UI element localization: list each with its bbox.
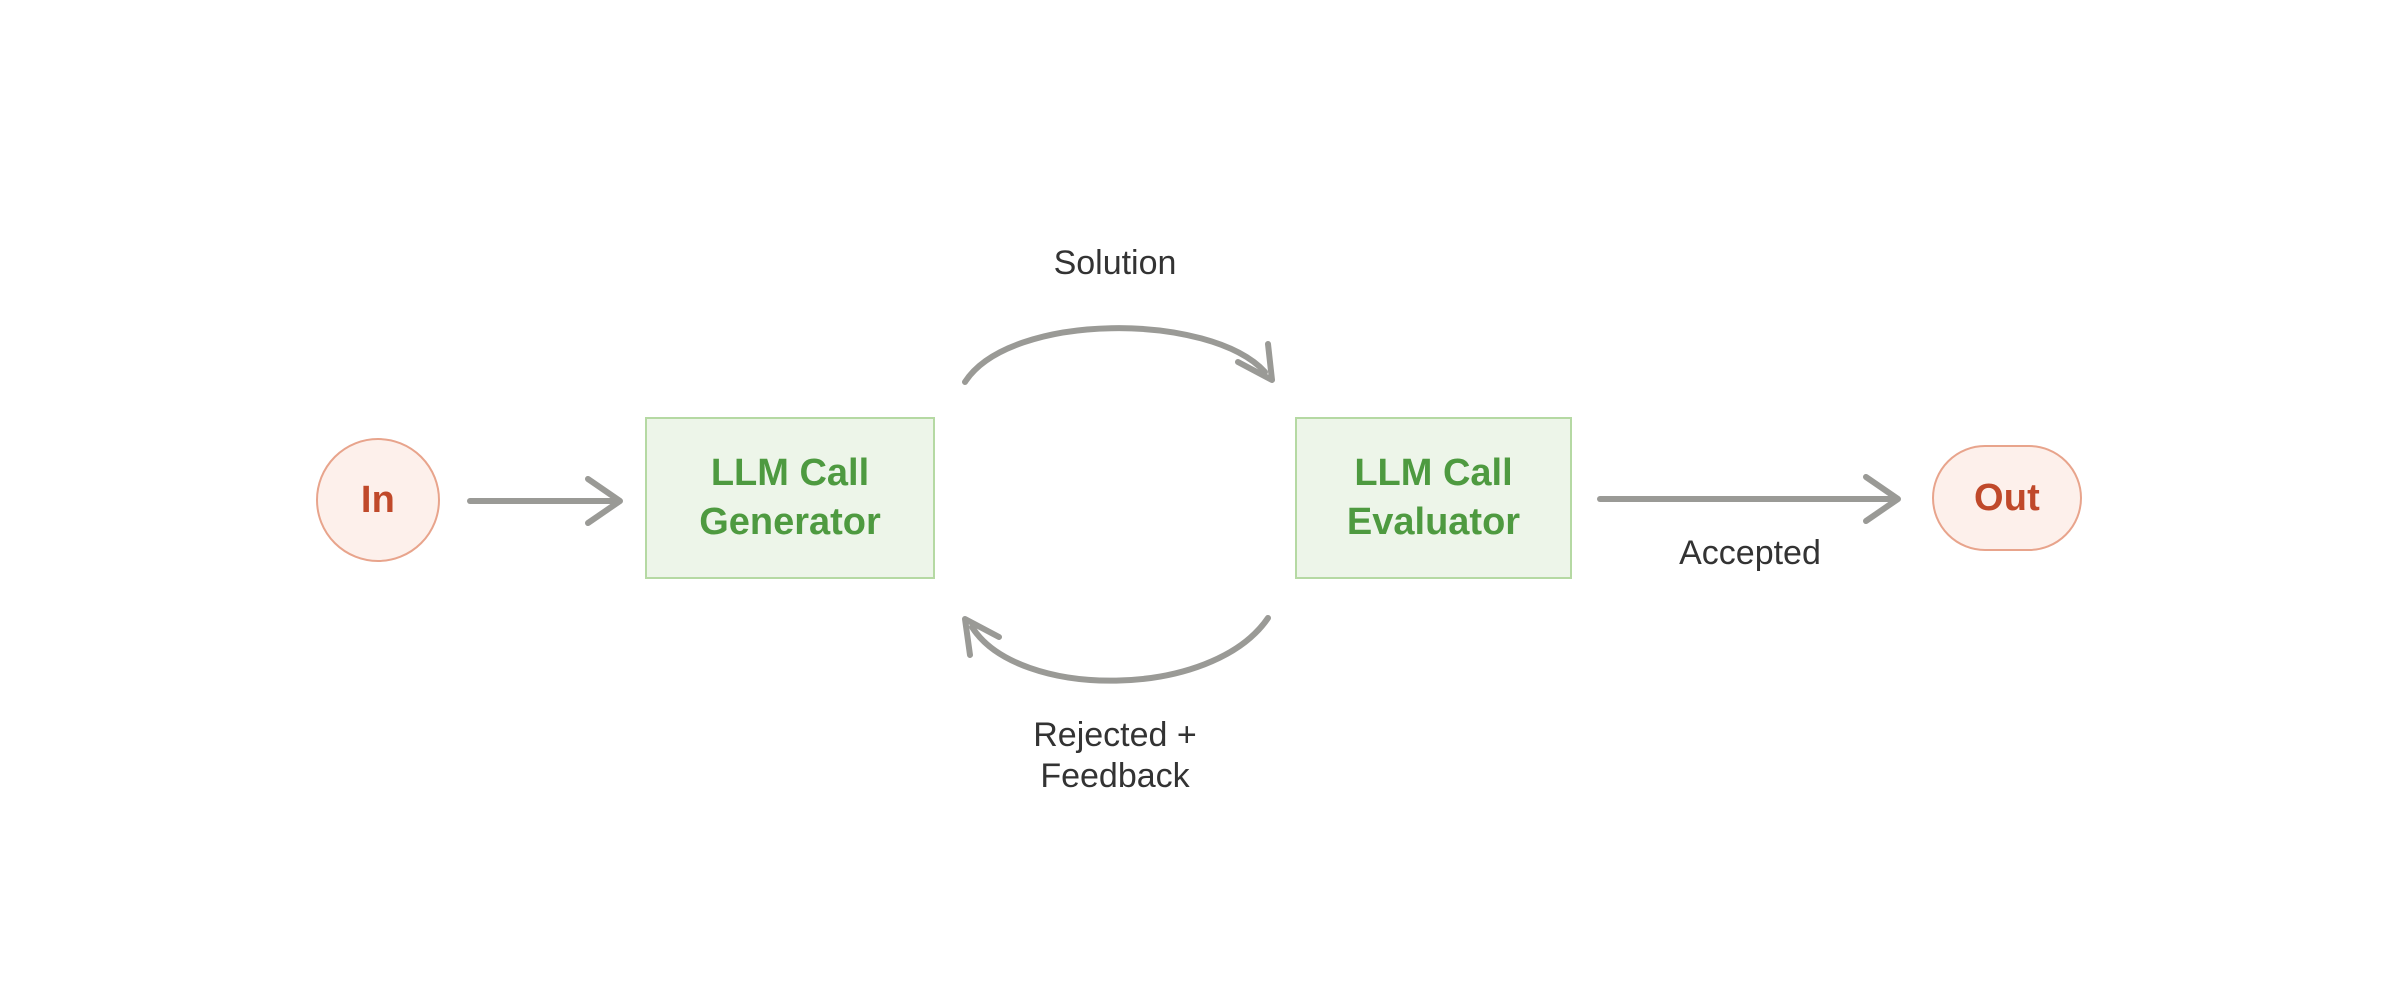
node-evaluator-label-line1: LLM Call bbox=[1354, 452, 1513, 495]
edge-label-accepted: Accepted bbox=[1679, 534, 1821, 572]
node-generator-label-line1: LLM Call bbox=[710, 452, 870, 495]
node-llm-call-evaluator[interactable]: LLM Call Evaluator bbox=[1295, 417, 1572, 579]
node-evaluator-label-line2: Evaluator bbox=[1346, 501, 1521, 543]
edge-generator-to-evaluator bbox=[962, 325, 1275, 385]
edge-label-rejected-feedback: Rejected + Feedback bbox=[1033, 716, 1197, 796]
node-llm-call-generator[interactable]: LLM Call Generator bbox=[645, 417, 935, 579]
edge-label-solution: Solution bbox=[1053, 244, 1177, 282]
node-out[interactable]: Out bbox=[1932, 445, 2082, 551]
node-in[interactable]: In bbox=[316, 438, 440, 562]
edge-in-to-generator bbox=[467, 476, 623, 526]
node-in-label: In bbox=[360, 478, 396, 521]
node-out-label: Out bbox=[1973, 476, 2041, 519]
edge-evaluator-to-generator bbox=[962, 615, 1271, 684]
edge-evaluator-to-out bbox=[1597, 474, 1901, 524]
node-generator-label-line2: Generator bbox=[699, 501, 881, 543]
